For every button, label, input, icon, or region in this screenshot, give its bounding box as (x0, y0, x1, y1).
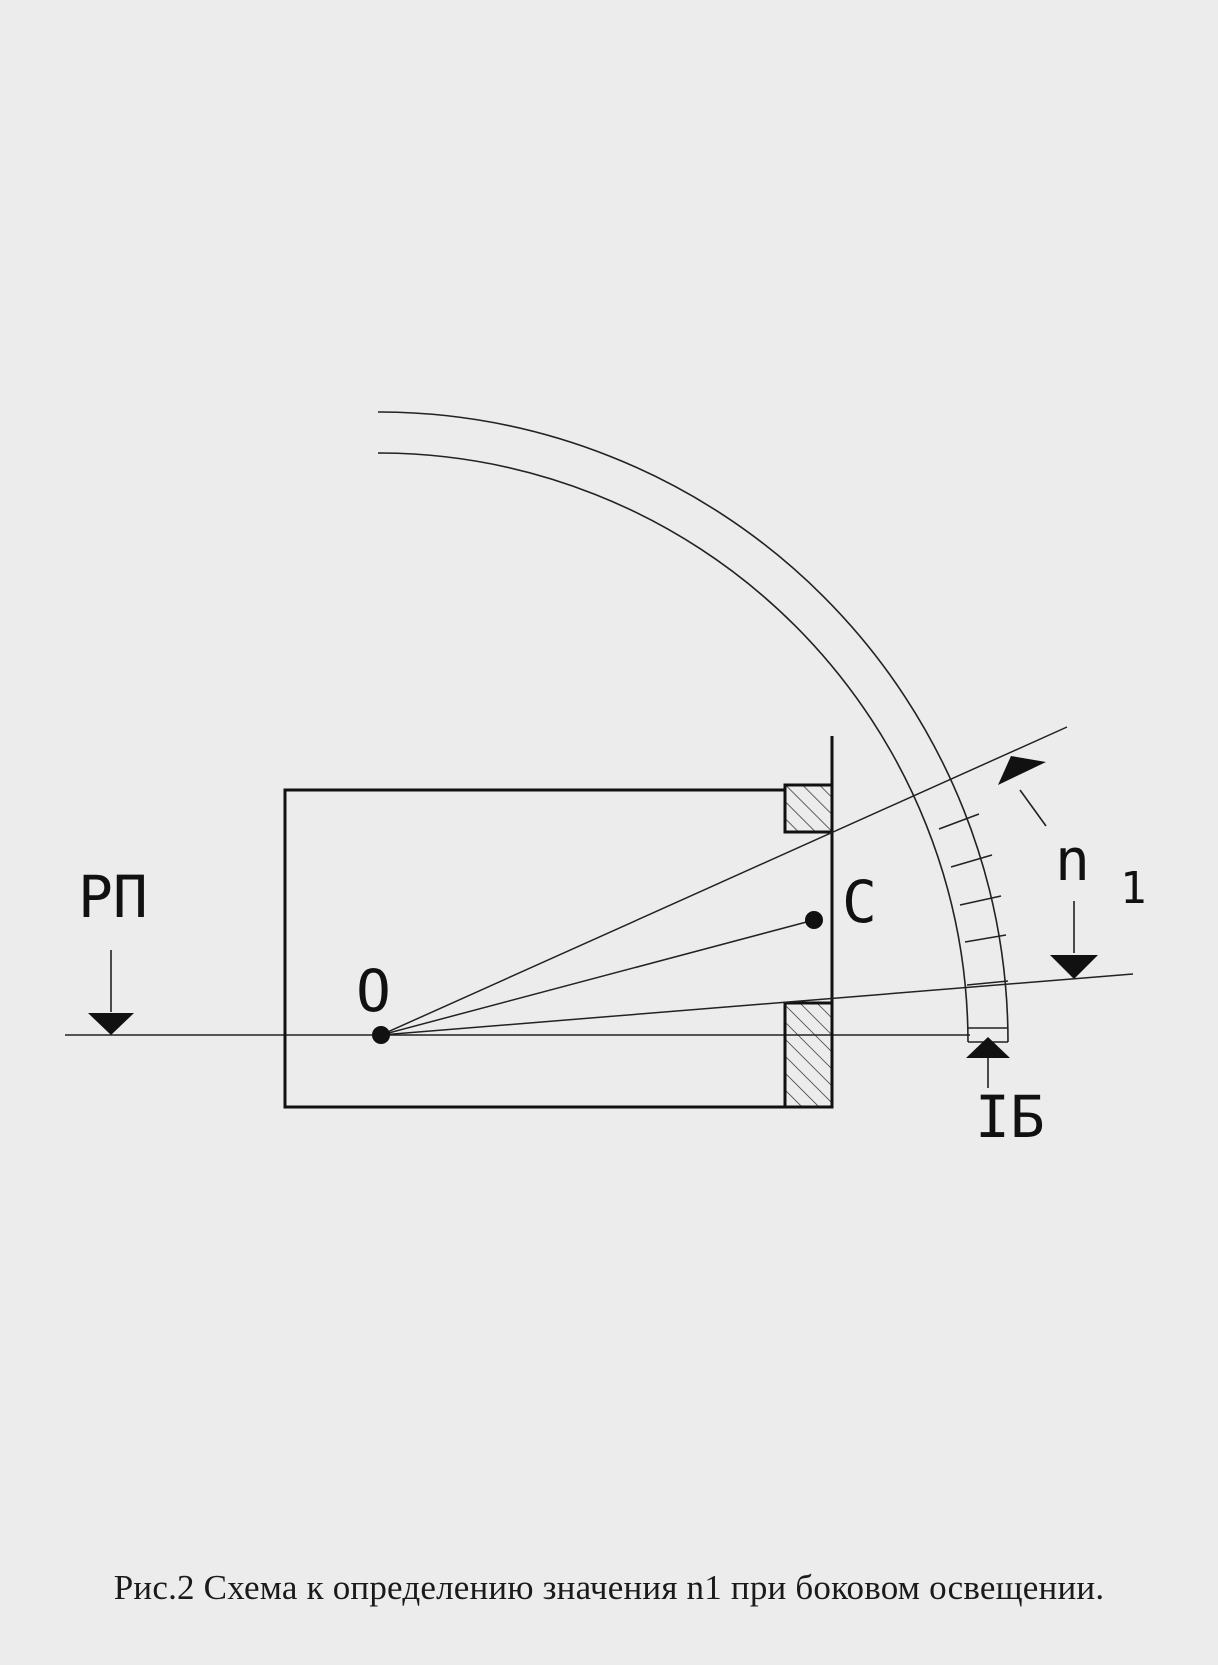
label-n1-subscript: 1 (1120, 863, 1147, 914)
ray-to-c (380, 919, 815, 1036)
figure-caption: Рис.2 Схема к определению значения n1 пр… (113, 1568, 1105, 1607)
room-outline (283, 788, 785, 1109)
wall-upper-section (783, 783, 834, 834)
label-o: O (356, 957, 391, 1025)
ib-marker-triangle (966, 1037, 1010, 1058)
point-c (805, 911, 823, 929)
ray-lower (380, 973, 1134, 1036)
arc-scale-ticks (938, 813, 1009, 1043)
wall-lower-section (783, 1001, 834, 1109)
n1-upper-arrowhead (998, 756, 1046, 785)
n1-lower-arrowhead (1050, 955, 1098, 979)
rp-marker-triangle (88, 1013, 134, 1035)
n1-upper-stem (1019, 789, 1047, 827)
rays (380, 726, 1134, 1036)
label-ib: IБ (975, 1083, 1045, 1151)
label-rp: РП (78, 863, 148, 931)
point-o (372, 1026, 390, 1044)
ray-upper (380, 726, 1068, 1036)
inner-arc (377, 452, 969, 1043)
label-c: C (842, 868, 877, 936)
outer-arc (377, 411, 1009, 1043)
label-n1-base: n (1055, 826, 1090, 894)
